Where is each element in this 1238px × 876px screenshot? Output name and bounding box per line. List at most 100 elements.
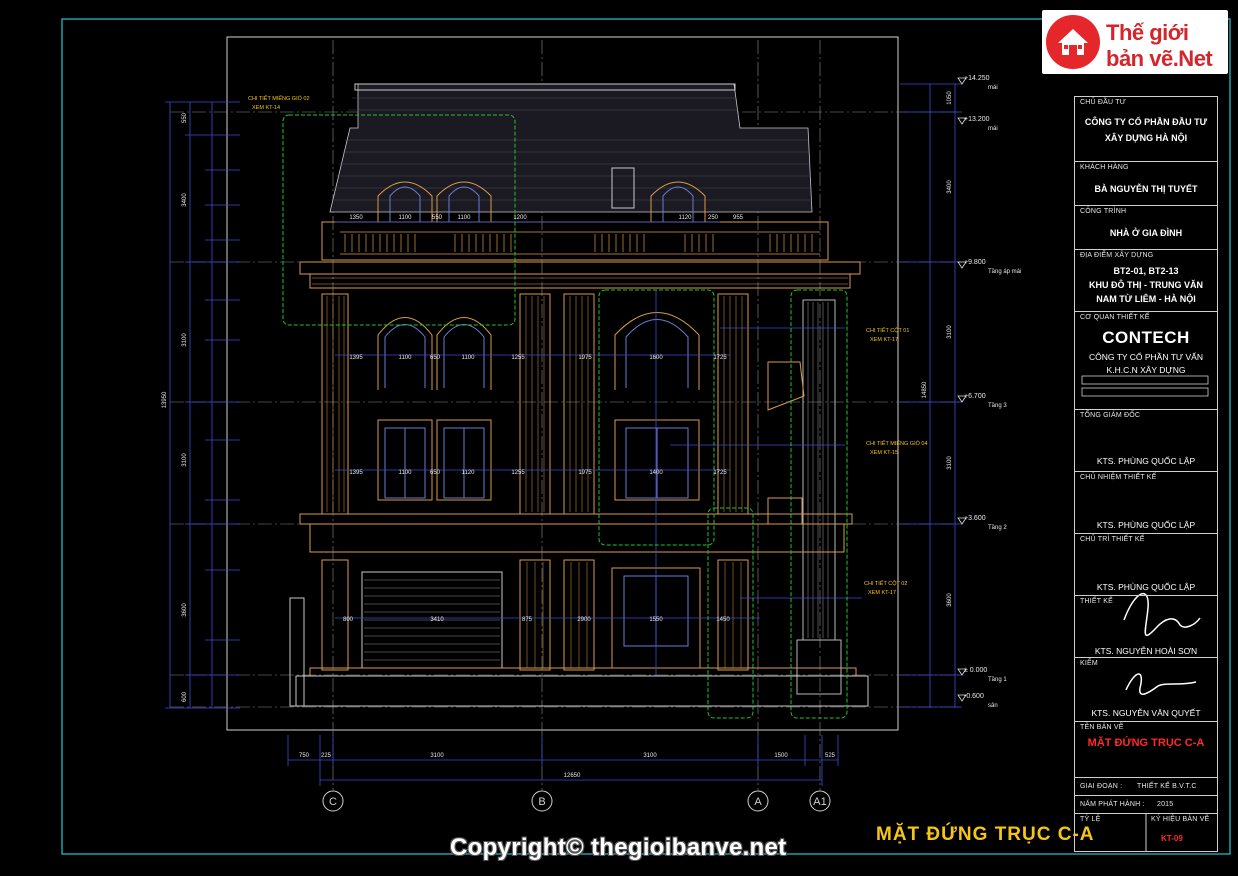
axis-label: A — [754, 796, 762, 808]
tb-checker-label: KIỂM — [1080, 660, 1098, 667]
viewport-frame — [226, 36, 899, 731]
attic-dim: 1200 — [513, 215, 527, 221]
floor3-dim: 650 — [430, 355, 441, 361]
tb-drawing: TÊN BẢN VẼ MẶT ĐỨNG TRỤC C-A — [1075, 721, 1217, 777]
tb-client: KHÁCH HÀNG BÀ NGUYỄN THỊ TUYẾT — [1075, 161, 1217, 205]
detail-callout: CHI TIẾT CỘT 01 — [866, 327, 909, 334]
level-note: Tầng 1 — [988, 677, 1007, 683]
tb-owner: CHỦ ĐẦU TƯ CÔNG TY CỔ PHẦN ĐẦU TƯ XÂY DỰ… — [1075, 97, 1217, 161]
level-mark: +14.250 — [964, 75, 990, 82]
bottom-dim: 750 — [299, 753, 310, 759]
logo-line2: bản vẽ.Net — [1106, 46, 1213, 71]
floor3-dim: 1255 — [511, 355, 525, 361]
level-note: mái — [988, 126, 998, 132]
level-markers — [957, 77, 967, 702]
tb-location: ĐỊA ĐIỂM XÂY DỰNG BT2-01, BT2-13 KHU ĐÔ … — [1075, 249, 1217, 311]
floor3-dim: 1725 — [713, 355, 727, 361]
right-dimension-chains — [900, 83, 962, 708]
detail-callout-ref: XEM KT-15 — [870, 450, 898, 456]
floor1-dim: 1550 — [649, 617, 663, 623]
title-block: CHỦ ĐẦU TƯ CÔNG TY CỔ PHẦN ĐẦU TƯ XÂY DỰ… — [1074, 96, 1218, 852]
floor3-dim: 1975 — [578, 355, 592, 361]
tb-drafter-label: THIẾT KẾ — [1080, 598, 1113, 605]
sheet-border — [61, 18, 1231, 855]
right-dim: 3600 — [947, 593, 953, 607]
tb-scale-code: TỶ LỆ KÝ HIỆU BẢN VẼ KT-09 — [1075, 813, 1217, 853]
signature-checker — [1125, 673, 1197, 695]
detail-callout-ref: XEM KT-14 — [252, 105, 280, 111]
attic-dim: 1100 — [458, 215, 472, 221]
bottom-dim: 3100 — [643, 753, 657, 759]
detail-callout: CHI TIẾT CỘT 02 — [864, 580, 907, 587]
tb-location-line3: NAM TỪ LIÊM - HÀ NỘI — [1096, 294, 1196, 304]
left-dim: 600 — [182, 691, 188, 702]
left-dim: 3100 — [182, 453, 188, 467]
axis-label: A1 — [813, 796, 826, 808]
axis-label: C — [329, 796, 337, 808]
mansard-roof — [329, 83, 813, 213]
floor3-dim: 1100 — [462, 355, 476, 361]
floor1-dim: 800 — [343, 617, 354, 623]
attic-dim: 1350 — [349, 215, 363, 221]
tb-drafter-name: KTS. NGUYỄN HOÀI SƠN — [1094, 646, 1198, 656]
floor2-windows — [377, 419, 700, 501]
attic-dim: 550 — [432, 215, 443, 221]
axis-bubbles — [322, 790, 831, 812]
floor2-dim: 1400 — [649, 470, 663, 476]
tb-phase-label: GIAI ĐOẠN : — [1080, 783, 1123, 790]
floor1-dim: 875 — [522, 617, 533, 623]
attic-dim: 1120 — [679, 215, 693, 221]
floor2-dim: 1975 — [578, 470, 592, 476]
bottom-dim: 3100 — [430, 753, 444, 759]
tb-phase-value: THIẾT KẾ B.V.T.C — [1137, 783, 1197, 790]
tb-project: CÔNG TRÌNH NHÀ Ở GIA ĐÌNH — [1075, 205, 1217, 249]
attic-dim: 250 — [708, 215, 719, 221]
detail-callout: CHI TIẾT MIẾNG GIÓ 04 — [866, 440, 928, 447]
tb-lead-label: CHỦ TRÌ THIẾT KẾ — [1080, 536, 1145, 543]
tb-year-label: NĂM PHÁT HÀNH : — [1080, 801, 1145, 808]
tb-director-label: TỔNG GIÁM ĐỐC — [1080, 412, 1141, 419]
tb-code-value: KT-09 — [1161, 834, 1183, 843]
tb-designer: CƠ QUAN THIẾT KẾ CONTECH CÔNG TY CỔ PHẦN… — [1075, 311, 1217, 409]
signature-drafter — [1123, 592, 1201, 636]
left-dim: 550 — [182, 112, 188, 123]
level-mark: +9.800 — [964, 259, 986, 266]
tb-location-line2: KHU ĐÔ THỊ - TRUNG VĂN — [1089, 280, 1203, 290]
building-elevation — [289, 83, 869, 707]
level-note: Tầng áp mái — [988, 269, 1021, 275]
house-logo-icon — [1046, 15, 1100, 69]
attic-dim: 955 — [733, 215, 744, 221]
tb-owner-line1: CÔNG TY CỔ PHẦN ĐẦU TƯ — [1084, 117, 1208, 127]
detail-callout: CHI TIẾT MIẾNG GIÓ 02 — [248, 95, 310, 102]
tb-chief-label: CHỦ NHIỆM THIẾT KẾ — [1080, 474, 1157, 481]
tb-location-label: ĐỊA ĐIỂM XÂY DỰNG — [1080, 252, 1154, 259]
right-dim: 14850 — [922, 381, 928, 398]
tb-drawing-label: TÊN BẢN VẼ — [1080, 724, 1124, 731]
tb-client-value: BÀ NGUYỄN THỊ TUYẾT — [1094, 184, 1198, 194]
tb-phase: GIAI ĐOẠN : THIẾT KẾ B.V.T.C — [1075, 777, 1217, 795]
left-dim: 3600 — [182, 603, 188, 617]
bottom-dim: 525 — [825, 753, 836, 759]
roof-dormers — [377, 167, 706, 222]
interior-dimension-lines — [335, 221, 862, 675]
bottom-dim: 1500 — [774, 753, 788, 759]
attic-dim: 1100 — [399, 215, 413, 221]
tb-code-label: KÝ HIỆU BẢN VẼ — [1151, 816, 1210, 823]
tb-director: TỔNG GIÁM ĐỐC KTS. PHÙNG QUỐC LẬP — [1075, 409, 1217, 471]
level-mark: ± 0.000 — [964, 667, 987, 674]
tb-designer-label: CƠ QUAN THIẾT KẾ — [1080, 314, 1150, 321]
tb-chief-name: KTS. PHÙNG QUỐC LẬP — [1096, 520, 1196, 530]
tb-chief: CHỦ NHIỆM THIẾT KẾ KTS. PHÙNG QUỐC LẬP — [1075, 471, 1217, 533]
tb-owner-line2: XÂY DỰNG HÀ NỘI — [1104, 133, 1188, 143]
level-mark: +13.200 — [964, 116, 990, 123]
level-mark: -0.600 — [964, 693, 984, 700]
right-dim: 3100 — [947, 325, 953, 339]
floor3-dim: 1395 — [349, 355, 363, 361]
tb-drawing-title: MẶT ĐỨNG TRỤC C-A — [1087, 737, 1205, 749]
tb-designer-line2: K.H.C.N XÂY DỰNG — [1106, 365, 1186, 375]
tb-year-value: 2015 — [1157, 801, 1174, 808]
floor2-dim: 1395 — [349, 470, 363, 476]
sheet-title: MẶT ĐỨNG TRỤC C-A — [876, 824, 1095, 845]
floor2-dim: 1100 — [399, 470, 413, 476]
